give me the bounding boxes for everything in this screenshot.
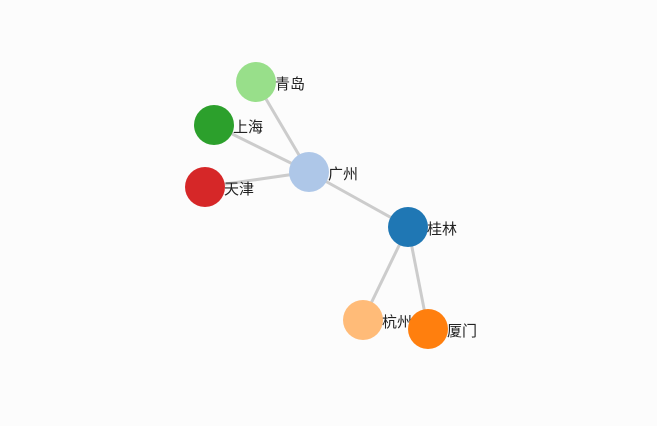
node-circle-guilin[interactable]: [388, 207, 428, 247]
node-label-guilin: 桂林: [427, 220, 457, 238]
node-hangzhou[interactable]: 杭州: [343, 300, 412, 340]
node-label-tianjin: 天津: [224, 180, 254, 198]
node-label-shanghai: 上海: [233, 118, 263, 136]
node-guangzhou[interactable]: 广州: [289, 152, 358, 192]
node-circle-qingdao[interactable]: [236, 62, 276, 102]
node-circle-xiamen[interactable]: [408, 309, 448, 349]
node-circle-hangzhou[interactable]: [343, 300, 383, 340]
node-qingdao[interactable]: 青岛: [236, 62, 305, 102]
node-label-xiamen: 厦门: [447, 322, 477, 340]
node-shanghai[interactable]: 上海: [194, 105, 263, 145]
node-label-hangzhou: 杭州: [382, 313, 412, 331]
node-tianjin[interactable]: 天津: [185, 167, 254, 207]
node-label-guangzhou: 广州: [328, 165, 358, 183]
node-circle-guangzhou[interactable]: [289, 152, 329, 192]
node-layer: 广州 青岛上海天津桂林杭州厦门: [185, 62, 477, 349]
node-guilin[interactable]: 桂林: [388, 207, 457, 247]
node-xiamen[interactable]: 厦门: [408, 309, 477, 349]
node-circle-shanghai[interactable]: [194, 105, 234, 145]
node-label-qingdao: 青岛: [275, 75, 305, 93]
node-circle-tianjin[interactable]: [185, 167, 225, 207]
